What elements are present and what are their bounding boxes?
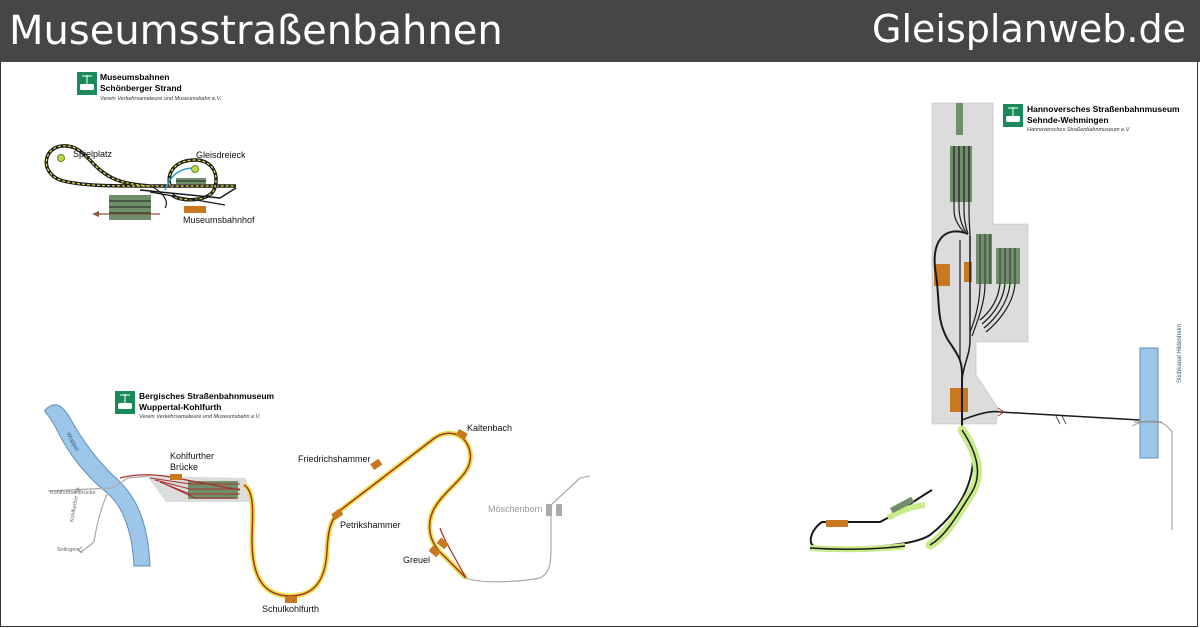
schoenberg-title-1: Museumsbahnen	[100, 72, 169, 82]
label-moeschenborn: Möschenborn	[488, 504, 543, 514]
label-gleisdreieck: Gleisdreieck	[196, 150, 246, 160]
tram-logo-icon	[1003, 104, 1023, 127]
schoenberg-loop-track	[44, 144, 236, 188]
label-museumsbahnhof: Museumsbahnhof	[183, 215, 255, 225]
label-schulkohlfurth: Schulkohlfurth	[262, 604, 319, 614]
label-road-kohlfurther-bruecke: Kohlfurther Brücke	[50, 490, 96, 496]
schoenberg-title-2: Schönberger Strand	[100, 83, 182, 93]
kaltenbach-station	[455, 428, 468, 440]
tram-logo-icon	[77, 72, 97, 95]
label-spielplatz: Spielplatz	[73, 149, 113, 159]
hannover-main-track	[809, 230, 974, 550]
spielplatz-marker-icon	[57, 154, 65, 162]
greuel-station	[436, 537, 449, 550]
map-border	[0, 62, 1198, 627]
label-solingen: Solingen	[57, 547, 78, 553]
museumsbahnhof-station	[184, 206, 206, 213]
label-kohlfurther-1: Kohlfurther	[170, 451, 214, 461]
schoenberg-subtitle: Verein Verkehrsamateure und Museumsbahn …	[100, 96, 222, 102]
moeschenborn-station	[546, 504, 552, 516]
canal-stichkanal	[1139, 347, 1159, 459]
river-wupper	[44, 404, 151, 567]
schulkohlfurth-station	[285, 596, 297, 603]
wuppertal-title-2: Wuppertal-Kohlfurth	[139, 402, 221, 412]
hannover-subtitle: Hannoversches Straßenbahnmuseum e.V.	[1027, 127, 1131, 133]
label-kohlfurther-2: Brücke	[170, 462, 198, 472]
hannover-station-3	[950, 388, 968, 412]
site-domain-link[interactable]: Gleisplanweb.de	[872, 7, 1186, 51]
label-friedrichshammer: Friedrichshammer	[298, 454, 371, 464]
hannover-depot-1	[950, 146, 972, 202]
gleisdreieck-marker-icon	[191, 165, 199, 173]
hannover-title-1: Hannoversches Straßenbahnmuseum	[1027, 104, 1180, 114]
tram-logo-icon	[115, 391, 135, 414]
label-kaltenbach: Kaltenbach	[467, 423, 512, 433]
petrikshammer-station	[331, 508, 344, 521]
hannover-small-depot	[889, 496, 915, 514]
hannover-section: Hannoversches Straßenbahnmuseum Sehnde-W…	[809, 102, 1183, 553]
wuppertal-title-1: Bergisches Straßenbahnmuseum	[139, 391, 275, 401]
header-bar: Museumsstraßenbahnen Gleisplanweb.de	[0, 0, 1200, 62]
hannover-station-2	[964, 262, 972, 282]
kohlfurther-bruecke-station	[170, 474, 182, 480]
hannover-station-4	[826, 520, 848, 527]
hannover-station-1	[934, 264, 950, 286]
label-greuel: Greuel	[403, 555, 430, 565]
label-canal: Stichkanal Hildesheim	[1177, 324, 1183, 383]
hannover-title-2: Sehnde-Wehmingen	[1027, 115, 1109, 125]
friedrichshammer-station	[370, 458, 383, 471]
wuppertal-section: Bergisches Straßenbahnmuseum Wuppertal-K…	[44, 391, 591, 614]
wuppertal-subtitle: Verein Verkehrsamateure und Museumsbahn …	[139, 414, 261, 420]
label-petrikshammer: Petrikshammer	[340, 520, 401, 530]
schoenberg-section: Museumsbahnen Schönberger Strand Verein …	[44, 72, 255, 225]
site-title[interactable]: Museumsstraßenbahnen	[9, 8, 503, 54]
